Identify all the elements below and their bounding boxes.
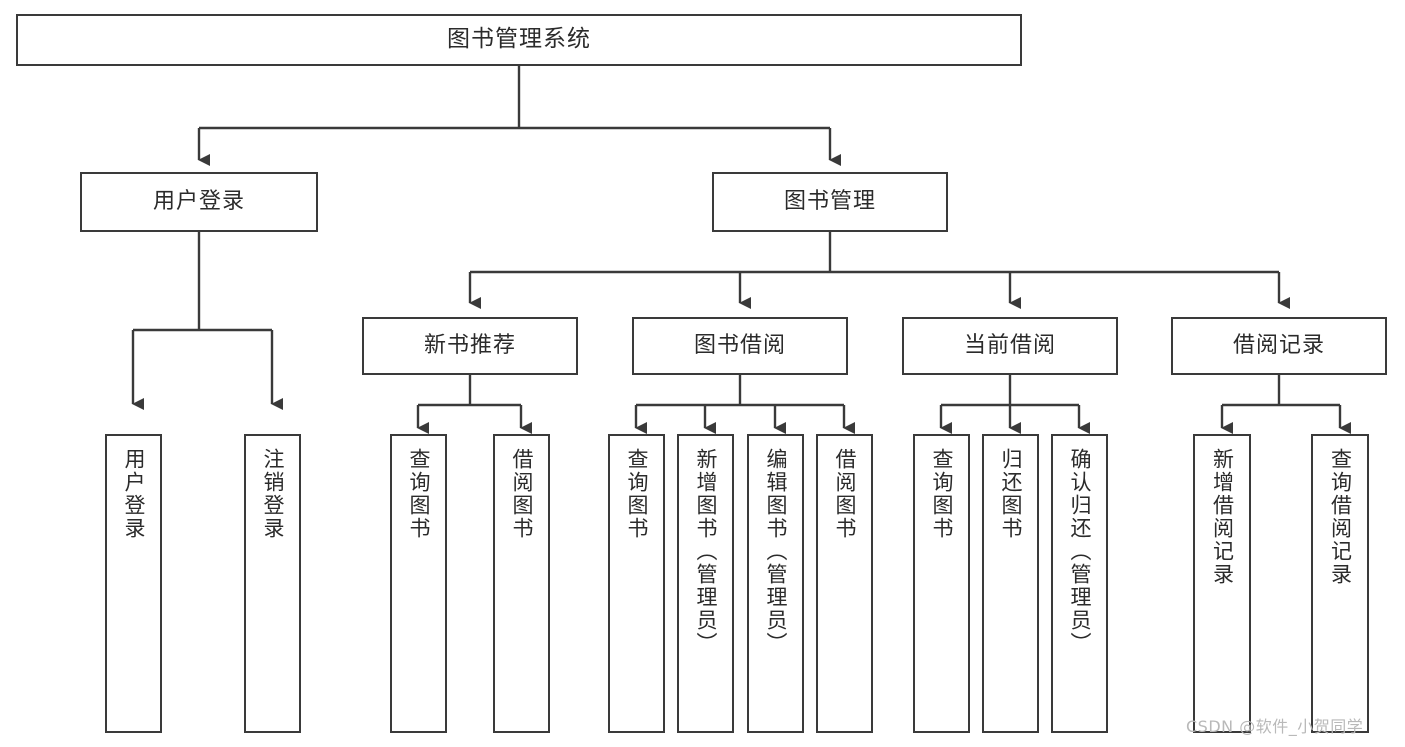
leaf-current-borrow-query-book[interactable]: 查询图书 bbox=[913, 434, 970, 733]
node-current-borrow[interactable]: 当前借阅 bbox=[902, 317, 1118, 375]
leaf-label: 编辑图书（管理员） bbox=[763, 448, 788, 655]
csdn-watermark: CSDN @软件_小贺同学 bbox=[1186, 713, 1363, 737]
leaf-book-borrow-edit-book-admin[interactable]: 编辑图书（管理员） bbox=[747, 434, 804, 733]
leaf-label: 确认归还（管理员） bbox=[1067, 448, 1092, 655]
leaf-book-borrow-add-book-admin[interactable]: 新增图书（管理员） bbox=[677, 434, 734, 733]
node-label: 新书推荐 bbox=[423, 332, 516, 358]
leaf-label: 查询图书 bbox=[406, 448, 431, 540]
node-root-book-management-system[interactable]: 图书管理系统 bbox=[16, 14, 1022, 66]
leaf-label: 新增图书（管理员） bbox=[693, 448, 718, 655]
leaf-new-book-borrow-book[interactable]: 借阅图书 bbox=[493, 434, 550, 733]
node-label: 借阅记录 bbox=[1232, 332, 1325, 358]
leaf-borrow-record-add-record[interactable]: 新增借阅记录 bbox=[1193, 434, 1251, 733]
node-label: 图书管理 bbox=[783, 188, 876, 214]
node-label: 图书管理系统 bbox=[447, 26, 591, 53]
leaf-label: 用户登录 bbox=[121, 448, 146, 540]
node-label: 当前借阅 bbox=[963, 332, 1056, 358]
leaf-book-borrow-query-book[interactable]: 查询图书 bbox=[608, 434, 665, 733]
leaf-label: 查询图书 bbox=[929, 448, 954, 540]
leaf-user-login-login[interactable]: 用户登录 bbox=[105, 434, 162, 733]
leaf-current-borrow-return-book[interactable]: 归还图书 bbox=[982, 434, 1039, 733]
leaf-label: 查询图书 bbox=[624, 448, 649, 540]
leaf-new-book-query-book[interactable]: 查询图书 bbox=[390, 434, 447, 733]
node-new-book-recommend[interactable]: 新书推荐 bbox=[362, 317, 578, 375]
leaf-current-borrow-confirm-return-admin[interactable]: 确认归还（管理员） bbox=[1051, 434, 1108, 733]
leaf-book-borrow-borrow-book[interactable]: 借阅图书 bbox=[816, 434, 873, 733]
watermark-text: CSDN @软件_小贺同学 bbox=[1186, 717, 1364, 736]
leaf-label: 借阅图书 bbox=[509, 448, 534, 540]
leaf-label: 归还图书 bbox=[998, 448, 1023, 540]
leaf-label: 借阅图书 bbox=[832, 448, 857, 540]
node-user-login[interactable]: 用户登录 bbox=[80, 172, 318, 232]
node-book-management[interactable]: 图书管理 bbox=[712, 172, 948, 232]
node-borrow-record[interactable]: 借阅记录 bbox=[1171, 317, 1387, 375]
leaf-label: 新增借阅记录 bbox=[1210, 448, 1235, 586]
node-book-borrow[interactable]: 图书借阅 bbox=[632, 317, 848, 375]
node-label: 图书借阅 bbox=[693, 332, 786, 358]
leaf-label: 注销登录 bbox=[260, 448, 285, 540]
node-label: 用户登录 bbox=[152, 188, 245, 214]
leaf-user-login-logout[interactable]: 注销登录 bbox=[244, 434, 301, 733]
leaf-borrow-record-query-record[interactable]: 查询借阅记录 bbox=[1311, 434, 1369, 733]
leaf-label: 查询借阅记录 bbox=[1328, 448, 1353, 586]
